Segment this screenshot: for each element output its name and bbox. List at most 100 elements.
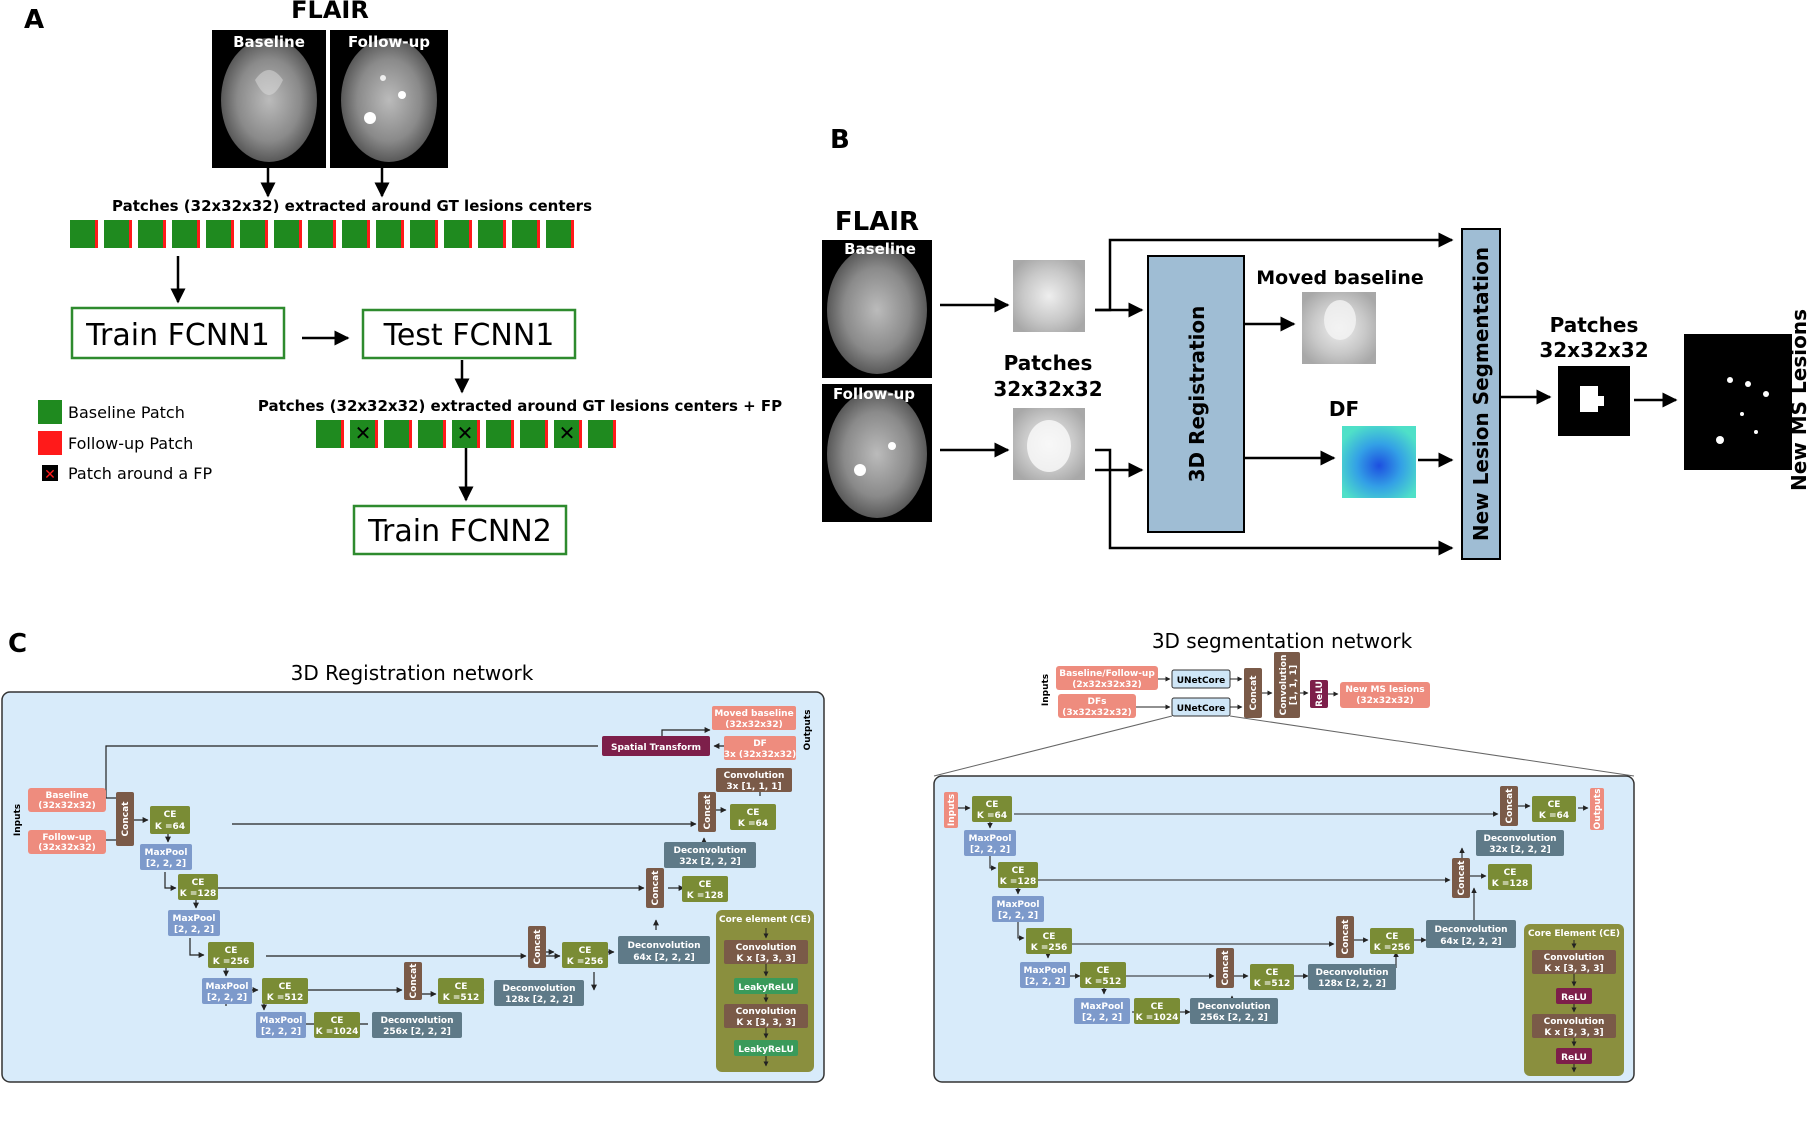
svg-text:[2, 2, 2]: [2, 2, 2] (970, 845, 1010, 855)
svg-text:K =512: K =512 (443, 993, 479, 1003)
fp-mark-icon: ✕ (355, 421, 372, 445)
svg-text:K =512: K =512 (267, 993, 303, 1003)
svg-text:UNetCore: UNetCore (1177, 676, 1226, 686)
svg-text:Concat: Concat (1457, 860, 1467, 896)
svg-text:3D Registration: 3D Registration (1185, 306, 1209, 483)
svg-text:K x [3, 3, 3]: K x [3, 3, 3] (736, 954, 795, 964)
svg-text:K =64: K =64 (155, 822, 185, 832)
svg-text:LeakyReLU: LeakyReLU (738, 1045, 794, 1055)
svg-text:[2, 2, 2]: [2, 2, 2] (998, 911, 1038, 921)
svg-text:Train FCNN1: Train FCNN1 (85, 318, 270, 353)
b-patches-size: 32x32x32 (993, 377, 1102, 401)
followup-image-label: Follow-up (348, 33, 430, 51)
svg-text:MaxPool: MaxPool (206, 982, 249, 992)
segmentation-block: New Lesion Segmentation (1461, 228, 1501, 560)
svg-text:256x [2, 2, 2]: 256x [2, 2, 2] (383, 1027, 451, 1037)
train-fcnn1-box: Train FCNN1 (70, 306, 286, 360)
reg-core-element: Core element (CE) Convolution K x [3, 3,… (716, 910, 814, 1072)
svg-text:ReLU: ReLU (1561, 1053, 1587, 1063)
out-patch-image (1558, 366, 1630, 436)
svg-text:[2, 2, 2]: [2, 2, 2] (1082, 1013, 1122, 1023)
svg-text:Inputs: Inputs (947, 794, 957, 826)
patch-row-2: ✕ ✕ ✕ (316, 420, 616, 448)
new-lesions-image (1684, 334, 1792, 470)
svg-text:K =64: K =64 (738, 819, 768, 829)
svg-text:(32x32x32): (32x32x32) (38, 801, 95, 811)
svg-text:Baseline: Baseline (45, 791, 88, 801)
svg-text:MaxPool: MaxPool (1081, 1002, 1124, 1012)
legend-followup-patch: Follow-up Patch (68, 434, 193, 453)
registration-block: 3D Registration (1147, 255, 1245, 533)
seg-core-element: Core Element (CE) Convolution K x [3, 3,… (1524, 924, 1624, 1076)
svg-text:Concat: Concat (651, 870, 661, 906)
svg-text:Concat: Concat (121, 801, 131, 837)
baseline-image-label: Baseline (233, 33, 305, 51)
svg-text:256x [2, 2, 2]: 256x [2, 2, 2] (1200, 1013, 1268, 1023)
b-out-patches-size: 32x32x32 (1539, 338, 1648, 362)
svg-text:CE: CE (986, 800, 999, 810)
svg-text:K =128: K =128 (687, 891, 723, 901)
svg-text:[2, 2, 2]: [2, 2, 2] (174, 925, 214, 935)
svg-text:Test FCNN1: Test FCNN1 (383, 318, 555, 353)
svg-text:Inputs: Inputs (1041, 674, 1051, 706)
segmentation-network-top: Inputs Baseline/Follow-up (2x32x32x32) D… (933, 652, 1635, 777)
patch-row-1 (70, 220, 574, 248)
svg-text:CE: CE (1266, 968, 1279, 978)
reg-network-title: 3D Registration network (291, 661, 534, 685)
b-out-patches-label: Patches (1550, 313, 1639, 337)
svg-text:(32x32x32): (32x32x32) (38, 843, 95, 853)
svg-text:Spatial Transform: Spatial Transform (611, 743, 701, 753)
svg-text:[2, 2, 2]: [2, 2, 2] (261, 1027, 301, 1037)
svg-text:3x [1, 1, 1]: 3x [1, 1, 1] (726, 782, 781, 792)
svg-text:K =1024: K =1024 (316, 1027, 359, 1037)
svg-text:Outputs: Outputs (803, 710, 813, 751)
svg-text:Concat: Concat (409, 963, 419, 999)
svg-text:Concat: Concat (703, 794, 713, 830)
svg-text:Train FCNN2: Train FCNN2 (367, 514, 552, 549)
svg-text:64x [2, 2, 2]: 64x [2, 2, 2] (633, 953, 695, 963)
svg-text:CE: CE (1151, 1002, 1164, 1012)
svg-text:MaxPool: MaxPool (260, 1016, 303, 1026)
svg-text:CE: CE (279, 982, 292, 992)
svg-text:Concat: Concat (1341, 919, 1351, 955)
svg-text:DF: DF (753, 739, 767, 749)
svg-text:New MS lesions: New MS lesions (1345, 685, 1424, 695)
svg-text:CE: CE (1548, 800, 1561, 810)
svg-text:128x [2, 2, 2]: 128x [2, 2, 2] (1318, 979, 1386, 989)
legend-fp-patch: Patch around a FP (68, 464, 212, 483)
b-followup-brain: Follow-up (822, 384, 932, 522)
svg-text:MaxPool: MaxPool (1024, 966, 1067, 976)
svg-text:New Lesion Segmentation: New Lesion Segmentation (1469, 247, 1493, 541)
svg-text:K x [3, 3, 3]: K x [3, 3, 3] (1544, 964, 1603, 974)
followup-brain-image: Follow-up (330, 30, 448, 168)
svg-text:K =128: K =128 (180, 889, 216, 899)
svg-text:Convolution: Convolution (736, 943, 797, 953)
svg-text:K =256: K =256 (1031, 943, 1067, 953)
svg-text:DFs: DFs (1088, 697, 1107, 707)
svg-text:MaxPool: MaxPool (969, 834, 1012, 844)
panel-a: A FLAIR Baseline Follow-up Patches (32x3… (24, 0, 782, 556)
svg-text:64x [2, 2, 2]: 64x [2, 2, 2] (1440, 937, 1502, 947)
svg-text:Core element (CE): Core element (CE) (719, 915, 811, 925)
svg-text:Concat: Concat (1221, 950, 1231, 986)
svg-text:CE: CE (699, 880, 712, 890)
svg-text:CE: CE (225, 946, 238, 956)
svg-text:K =256: K =256 (1374, 943, 1410, 953)
svg-text:ReLU: ReLU (1561, 993, 1587, 1003)
svg-text:MaxPool: MaxPool (173, 914, 216, 924)
panel-b: B FLAIR Baseline Follow-up Patches 32x32… (822, 125, 1811, 560)
svg-text:K =128: K =128 (1000, 877, 1036, 887)
baseline-patch-image (1013, 260, 1085, 332)
panel-a-letter: A (24, 5, 44, 35)
svg-text:Baseline/Follow-up: Baseline/Follow-up (1059, 669, 1155, 679)
svg-text:K =64: K =64 (977, 811, 1007, 821)
svg-text:32x [2, 2, 2]: 32x [2, 2, 2] (1489, 845, 1551, 855)
svg-text:Inputs: Inputs (13, 804, 23, 836)
legend-baseline-patch: Baseline Patch (68, 403, 185, 422)
svg-text:Concat: Concat (1505, 788, 1515, 824)
svg-text:CE: CE (1504, 868, 1517, 878)
svg-text:(32x32x32): (32x32x32) (1356, 696, 1413, 706)
svg-text:K x [3, 3, 3]: K x [3, 3, 3] (736, 1018, 795, 1028)
patches-fp-label: Patches (32x32x32) extracted around GT l… (258, 397, 782, 415)
svg-text:CE: CE (1043, 932, 1056, 942)
